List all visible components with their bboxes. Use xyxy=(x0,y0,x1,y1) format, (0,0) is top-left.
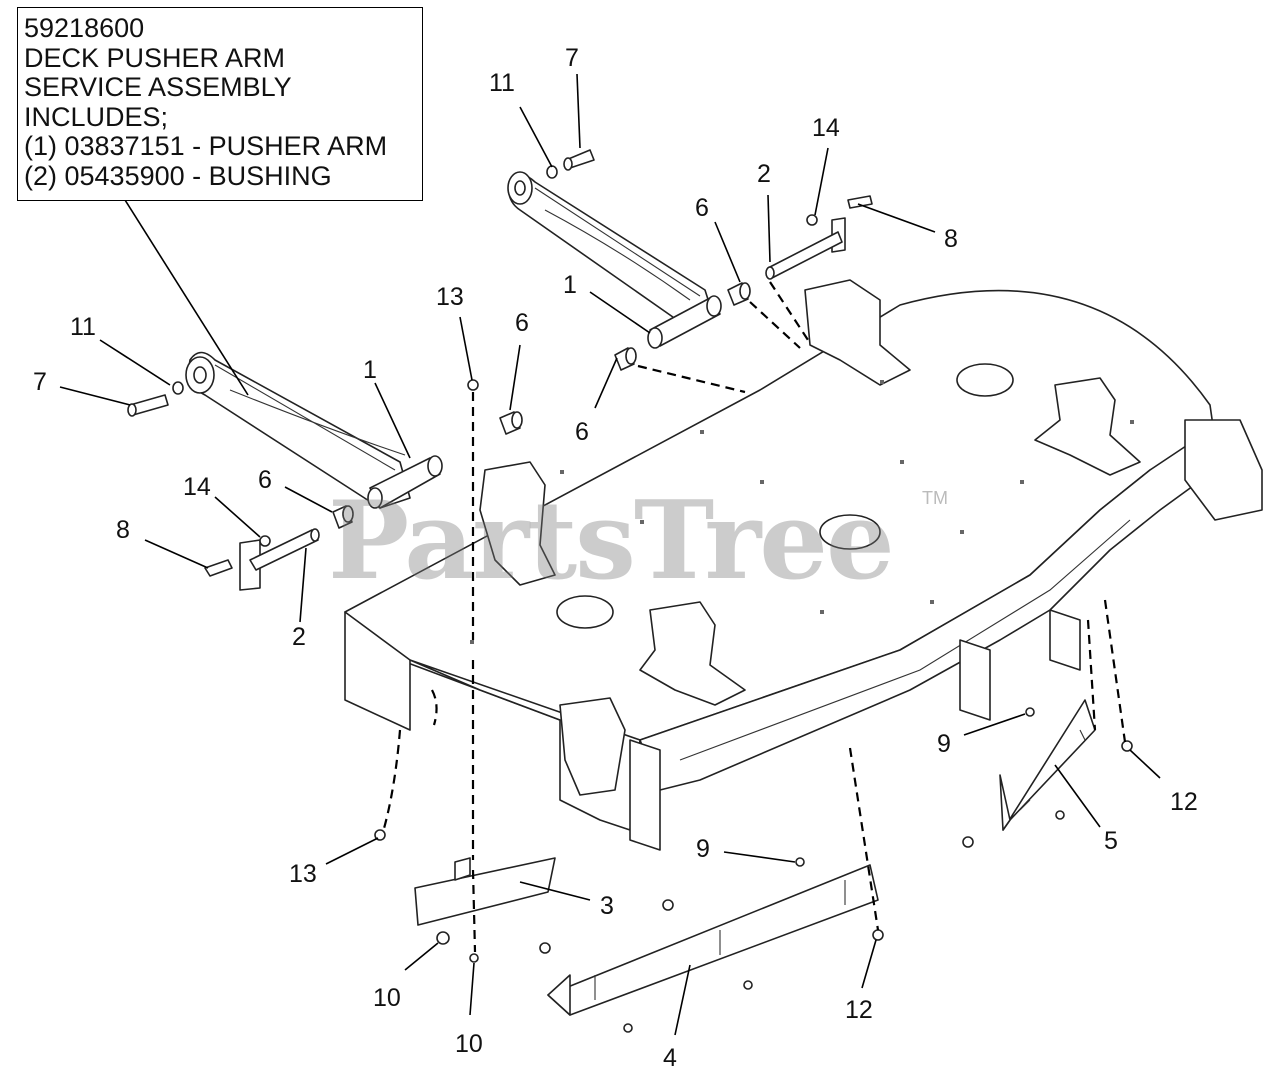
callout-6-right: 6 xyxy=(695,194,709,222)
callout-5: 5 xyxy=(1104,827,1118,855)
note-line-item-2: (2) 05435900 - BUSHING xyxy=(24,160,332,191)
note-line-includes: INCLUDES; xyxy=(24,101,169,132)
callout-1-left: 1 xyxy=(363,356,377,384)
callout-13-bottom: 13 xyxy=(289,860,317,888)
callout-7-left: 7 xyxy=(33,368,47,396)
callout-4: 4 xyxy=(663,1044,677,1072)
alignment-lines xyxy=(381,281,1127,953)
mower-deck xyxy=(344,279,1263,851)
callout-6-low: 6 xyxy=(575,418,589,446)
callout-3: 3 xyxy=(600,892,614,920)
left-bushing xyxy=(332,505,354,529)
baffle-4 xyxy=(539,864,879,1033)
callout-6-mid: 6 xyxy=(515,309,529,337)
callout-8-right: 8 xyxy=(944,225,958,253)
baffle-5 xyxy=(962,699,1133,848)
callout-9-right: 9 xyxy=(937,730,951,758)
callout-14-right: 14 xyxy=(812,114,840,142)
callout-6-left: 6 xyxy=(258,466,272,494)
callout-10-mid: 10 xyxy=(455,1030,483,1058)
trademark-symbol: TM xyxy=(922,488,948,508)
note-line-part-number: 59218600 xyxy=(24,13,145,43)
callout-13-top: 13 xyxy=(436,283,464,311)
assembly-note-box: 59218600 DECK PUSHER ARM SERVICE ASSEMBL… xyxy=(17,7,423,201)
callout-8-left: 8 xyxy=(116,516,130,544)
callout-2-right: 2 xyxy=(757,160,771,188)
callout-1-right: 1 xyxy=(563,271,577,299)
note-line-item-1: (1) 03837151 - PUSHER ARM xyxy=(24,131,388,161)
small-hardware xyxy=(374,379,1035,941)
left-pusher-arm xyxy=(185,351,443,509)
callout-2-left: 2 xyxy=(292,623,306,651)
leader-lines xyxy=(59,73,1161,1036)
callout-11-right: 11 xyxy=(489,69,515,97)
callout-14-left: 14 xyxy=(183,473,211,501)
baffle-3 xyxy=(414,857,556,963)
right-bushings xyxy=(499,282,751,435)
right-pivot-pin xyxy=(765,195,873,280)
partstree-watermark: PartsTree xyxy=(328,478,895,604)
callout-numbers: 1 1 2 2 3 4 5 6 6 6 6 7 7 8 8 9 9 10 10 … xyxy=(33,44,1198,1072)
note-line-title: DECK PUSHER ARM xyxy=(24,42,286,73)
callout-12-right: 12 xyxy=(1170,788,1198,816)
right-pusher-arm xyxy=(507,171,722,349)
note-line-subtitle: SERVICE ASSEMBLY xyxy=(24,72,292,102)
callout-11-left: 11 xyxy=(70,313,96,341)
left-pivot-pin xyxy=(204,528,320,591)
callout-7-right: 7 xyxy=(565,44,579,72)
right-bolt-nut xyxy=(546,149,595,179)
callout-10-left: 10 xyxy=(373,984,401,1012)
left-bolt-nut xyxy=(127,381,184,417)
callout-9-mid: 9 xyxy=(696,835,710,863)
callout-12-mid: 12 xyxy=(845,996,873,1024)
